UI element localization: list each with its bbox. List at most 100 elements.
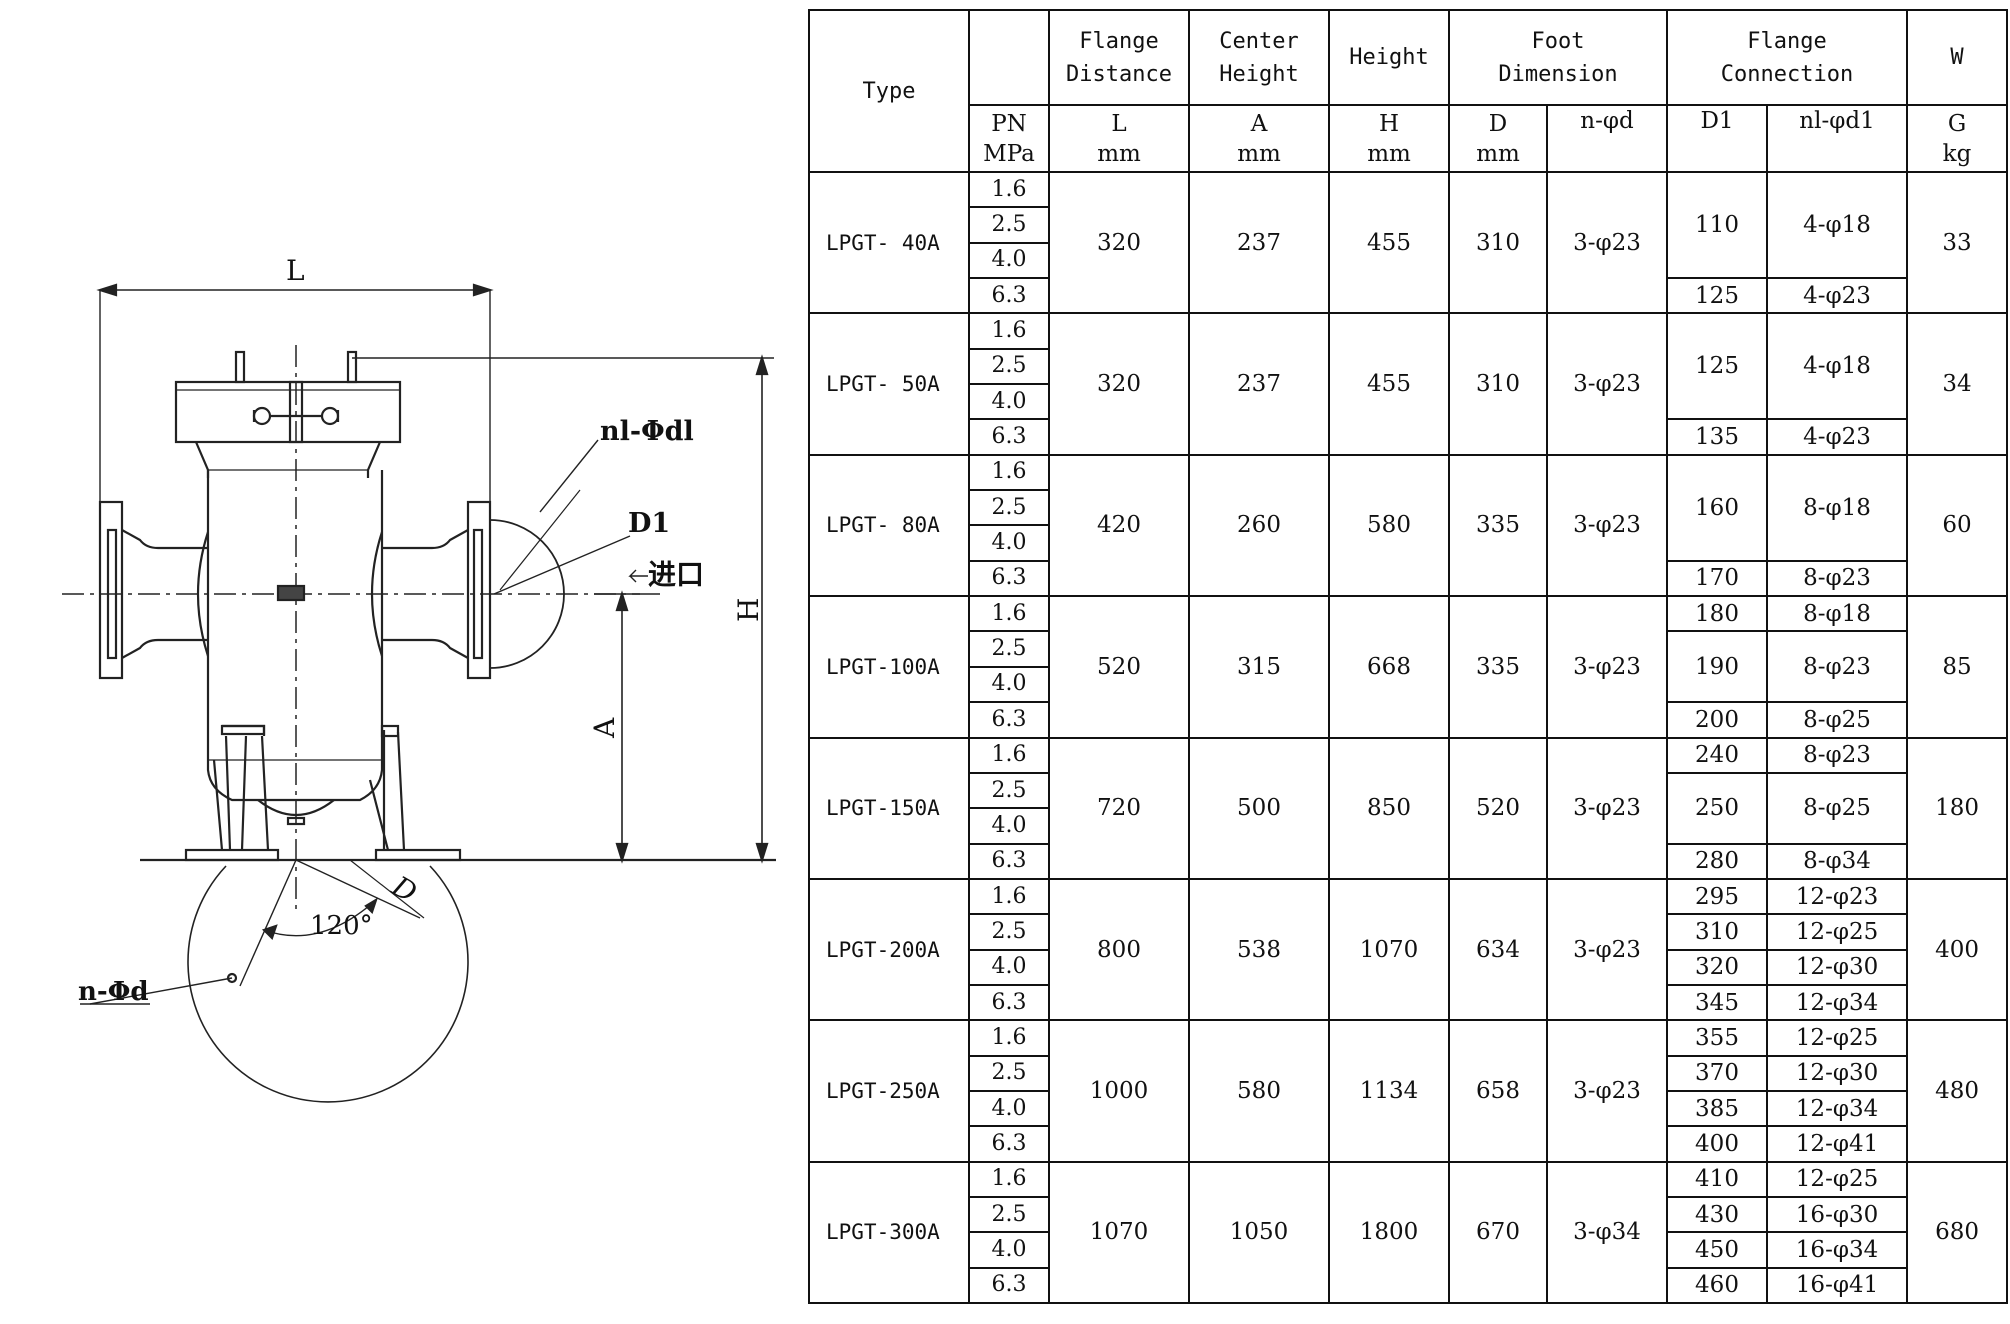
foot-d-cell: 335 bbox=[1448, 453, 1548, 598]
flange-n1d1-cell: 8-φ25 bbox=[1765, 771, 1909, 845]
pressure-cell: 4.0 bbox=[968, 807, 1050, 845]
label-D: D bbox=[386, 869, 423, 909]
flange-n1d1-cell: 16-φ34 bbox=[1765, 1231, 1909, 1269]
flange-n1d1-cell: 8-φ23 bbox=[1765, 559, 1909, 598]
base-plate-right bbox=[374, 848, 462, 862]
center-height-cell: 500 bbox=[1188, 736, 1330, 880]
foot-d-cell: 310 bbox=[1448, 170, 1548, 315]
header-type: Type bbox=[808, 9, 970, 173]
center-height-cell: 538 bbox=[1188, 877, 1330, 1022]
flange-d1-cell: 370 bbox=[1666, 1054, 1768, 1092]
flange-d1-cell: 410 bbox=[1666, 1160, 1768, 1198]
pressure-cell: 1.6 bbox=[968, 736, 1050, 774]
foot-nd-cell: 3-φ23 bbox=[1546, 170, 1668, 315]
foot-d-cell: 670 bbox=[1448, 1160, 1548, 1305]
foot-nd-cell: 3-φ23 bbox=[1546, 1019, 1668, 1163]
flange-d1-cell: 460 bbox=[1666, 1266, 1768, 1305]
label-A: A bbox=[588, 717, 621, 739]
header-D1: D1 bbox=[1666, 104, 1768, 173]
weight-cell: 85 bbox=[1906, 595, 2009, 739]
table-row: 2.5 bbox=[809, 206, 2007, 244]
label-H: H bbox=[732, 598, 765, 622]
flange-d1-cell: 125 bbox=[1666, 277, 1768, 315]
height-cell: 1800 bbox=[1328, 1160, 1450, 1305]
weight-cell: 34 bbox=[1906, 312, 2009, 456]
flange-d1-cell: 200 bbox=[1666, 701, 1768, 739]
foot-d-cell: 335 bbox=[1448, 595, 1548, 739]
model-type-cell: LPGT-100A bbox=[808, 595, 970, 739]
pressure-cell: 1.6 bbox=[968, 1019, 1050, 1057]
flange-distance-cell: 420 bbox=[1048, 453, 1190, 598]
flange-n1d1-cell: 12-φ30 bbox=[1765, 948, 1909, 986]
model-type-cell: LPGT-250A bbox=[808, 1019, 970, 1163]
flange-distance-cell: 320 bbox=[1048, 170, 1190, 315]
flange-n1d1-cell: 8-φ23 bbox=[1765, 736, 1909, 774]
flange-d1-cell: 125 bbox=[1666, 312, 1768, 421]
flange-distance-cell: 1000 bbox=[1048, 1019, 1190, 1163]
flange-d1-cell: 280 bbox=[1666, 842, 1768, 880]
table-row: 4.0 bbox=[809, 524, 2007, 562]
flange-d1-cell: 345 bbox=[1666, 983, 1768, 1022]
pressure-cell: 6.3 bbox=[968, 842, 1050, 880]
flange-d1-cell: 450 bbox=[1666, 1231, 1768, 1269]
pressure-cell: 2.5 bbox=[968, 347, 1050, 386]
flange-n1d1-cell: 4-φ18 bbox=[1765, 170, 1909, 280]
table-row: 2.5 bbox=[809, 489, 2007, 527]
header-weight: W bbox=[1906, 9, 2009, 106]
left-flange bbox=[98, 500, 124, 680]
flange-distance-cell: 720 bbox=[1048, 736, 1190, 880]
model-type-cell: LPGT-200A bbox=[808, 877, 970, 1022]
label-angle: 120° bbox=[310, 911, 373, 941]
dim-line-D bbox=[349, 859, 425, 919]
leader-D1 bbox=[493, 535, 631, 595]
leg-right bbox=[368, 730, 406, 851]
foot-nd-cell: 3-φ23 bbox=[1546, 595, 1668, 739]
flange-n1d1-cell: 12-φ30 bbox=[1765, 1054, 1909, 1092]
pressure-cell: 1.6 bbox=[968, 453, 1050, 492]
flange-d1-cell: 170 bbox=[1666, 559, 1768, 598]
flange-circle-arc bbox=[489, 519, 565, 669]
vessel-body bbox=[206, 470, 384, 802]
pressure-cell: 6.3 bbox=[968, 1125, 1050, 1163]
base-plate-left bbox=[184, 848, 280, 862]
pressure-cell: 4.0 bbox=[968, 665, 1050, 704]
right-flange bbox=[466, 500, 492, 680]
foot-d-cell: 658 bbox=[1448, 1019, 1548, 1163]
height-cell: 455 bbox=[1328, 312, 1450, 456]
model-type-cell: LPGT-300A bbox=[808, 1160, 970, 1305]
pressure-cell: 2.5 bbox=[968, 489, 1050, 527]
flange-n1d1-cell: 4-φ23 bbox=[1765, 418, 1909, 456]
flange-distance-cell: 320 bbox=[1048, 312, 1190, 456]
flange-n1d1-cell: 16-φ30 bbox=[1765, 1195, 1909, 1234]
pressure-cell: 4.0 bbox=[968, 383, 1050, 421]
weight-cell: 60 bbox=[1906, 453, 2009, 598]
flange-d1-cell: 250 bbox=[1666, 771, 1768, 845]
foot-d-cell: 520 bbox=[1448, 736, 1548, 880]
label-n1d1: nl-Φdl bbox=[600, 416, 694, 447]
pressure-cell: 2.5 bbox=[968, 771, 1050, 810]
center-height-cell: 1050 bbox=[1188, 1160, 1330, 1305]
pressure-cell: 6.3 bbox=[968, 983, 1050, 1022]
pressure-cell: 2.5 bbox=[968, 1054, 1050, 1092]
weight-cell: 480 bbox=[1906, 1019, 2009, 1163]
height-cell: 668 bbox=[1328, 595, 1450, 739]
height-cell: 580 bbox=[1328, 453, 1450, 598]
height-cell: 1070 bbox=[1328, 877, 1450, 1022]
pressure-cell: 1.6 bbox=[968, 170, 1050, 209]
